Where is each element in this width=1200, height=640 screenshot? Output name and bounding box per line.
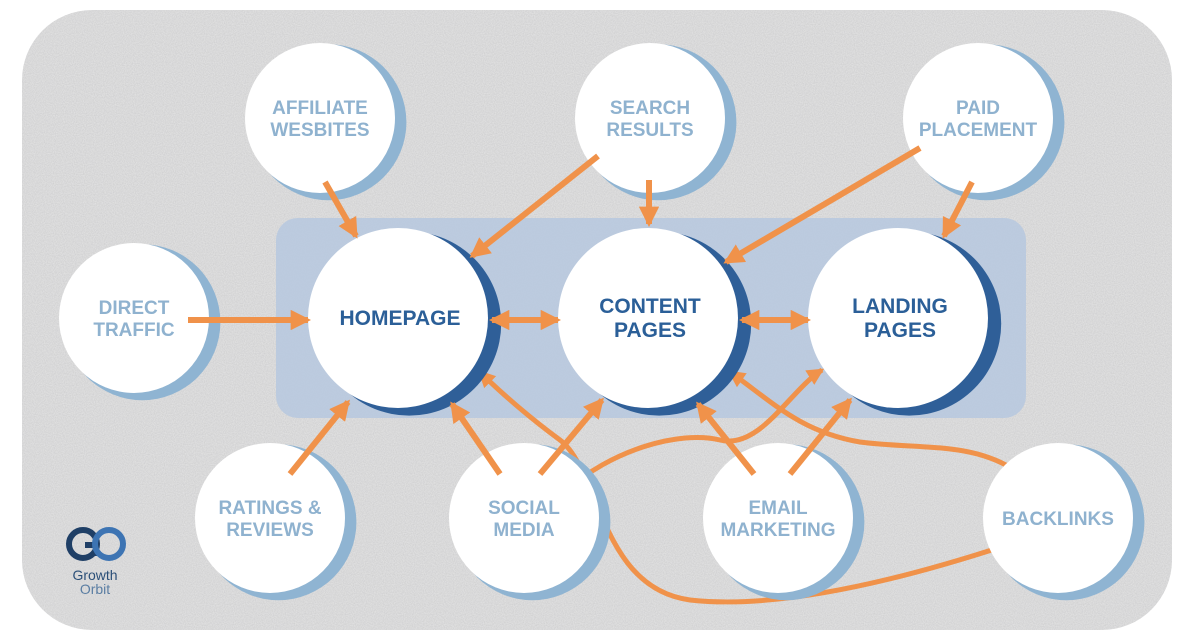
logo-line-2: Orbit bbox=[80, 581, 110, 597]
go-logo-mark-icon bbox=[66, 527, 126, 561]
node-label-paid-placement-1: PLACEMENT bbox=[919, 120, 1038, 141]
node-disc bbox=[195, 443, 345, 593]
arrow-affiliate-to-homepage bbox=[322, 180, 359, 239]
node-label-landing-pages-0: LANDING bbox=[852, 295, 948, 318]
node-label-affiliate-websites-0: AFFILIATE bbox=[272, 98, 368, 119]
node-label-search-results-1: RESULTS bbox=[606, 120, 693, 141]
node-disc bbox=[575, 43, 725, 193]
node-label-search-results-0: SEARCH bbox=[610, 98, 690, 119]
arrow-social-to-content bbox=[537, 397, 605, 476]
arrow-paid-to-content bbox=[723, 145, 922, 265]
node-disc bbox=[903, 43, 1053, 193]
node-disc bbox=[245, 43, 395, 193]
node-label-social-media-0: SOCIAL bbox=[488, 498, 560, 519]
node-label-ratings-reviews-1: REVIEWS bbox=[226, 520, 314, 541]
node-label-landing-pages-1: PAGES bbox=[864, 319, 936, 342]
node-label-email-marketing-1: MARKETING bbox=[720, 520, 835, 541]
arrow-paid-to-landing bbox=[941, 180, 975, 239]
node-label-homepage-0: HOMEPAGE bbox=[340, 307, 461, 330]
node-ratings-reviews: RATINGS &REVIEWS bbox=[195, 443, 357, 601]
node-label-content-pages-1: PAGES bbox=[614, 319, 686, 342]
node-disc bbox=[703, 443, 853, 593]
node-disc bbox=[308, 228, 488, 408]
arrow-backlinks-to-content bbox=[727, 369, 1027, 480]
node-disc bbox=[808, 228, 988, 408]
node-disc bbox=[558, 228, 738, 408]
arrow-backlinks-to-homepage bbox=[478, 370, 1005, 605]
node-label-paid-placement-0: PAID bbox=[956, 98, 1000, 119]
arrow-email-to-content bbox=[695, 401, 757, 476]
node-label-backlinks-0: BACKLINKS bbox=[1002, 509, 1114, 530]
node-disc bbox=[59, 243, 209, 393]
arrow-search-to-homepage bbox=[469, 153, 600, 259]
node-label-content-pages-0: CONTENT bbox=[599, 295, 701, 318]
growth-orbit-logo: Growth Orbit bbox=[66, 527, 126, 597]
arrow-social-to-landing bbox=[563, 367, 825, 494]
node-label-email-marketing-0: EMAIL bbox=[748, 498, 808, 519]
node-label-ratings-reviews-0: RATINGS & bbox=[218, 498, 321, 519]
arrow-social-to-homepage bbox=[449, 401, 503, 476]
arrow-ratings-to-homepage bbox=[287, 399, 351, 476]
node-label-direct-traffic-0: DIRECT bbox=[99, 298, 170, 319]
node-disc bbox=[983, 443, 1133, 593]
node-label-affiliate-websites-1: WESBITES bbox=[270, 120, 369, 141]
node-backlinks: BACKLINKS bbox=[983, 443, 1145, 601]
node-label-social-media-1: MEDIA bbox=[493, 520, 555, 541]
node-homepage: HOMEPAGE bbox=[308, 228, 502, 416]
node-label-direct-traffic-1: TRAFFIC bbox=[93, 320, 175, 341]
arrow-email-to-landing bbox=[787, 397, 853, 476]
logo-line-1: Growth bbox=[72, 567, 117, 583]
node-disc bbox=[449, 443, 599, 593]
